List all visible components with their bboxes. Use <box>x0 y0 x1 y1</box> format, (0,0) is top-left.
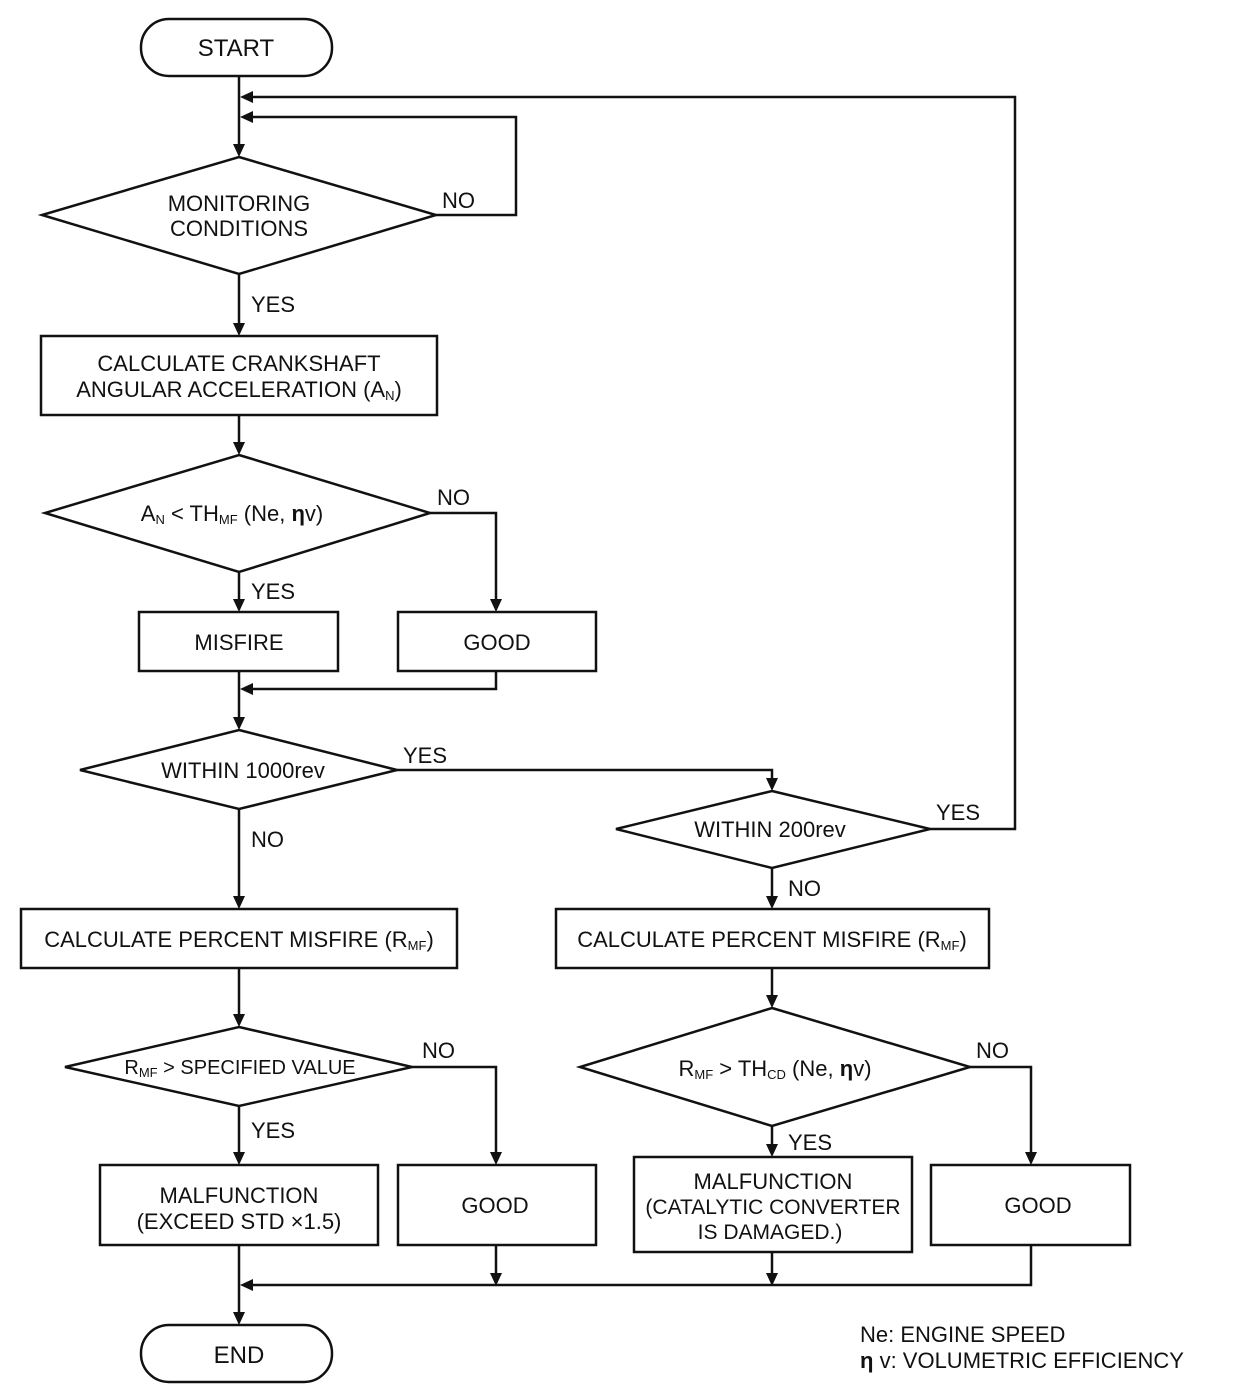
malfunction-right-line3: IS DAMAGED.) <box>698 1221 843 1244</box>
edge-label-no-rmfspec: NO <box>422 1038 455 1063</box>
an-threshold-decision: AN < THMF (Ne, ηv) <box>40 453 435 574</box>
edge-label-no-within200: NO <box>788 876 821 901</box>
good-label-2: GOOD <box>461 1193 528 1218</box>
arrowhead <box>233 599 245 612</box>
malfunction-catalytic-box: MALFUNCTION (CATALYTIC CONVERTER IS DAMA… <box>632 1155 914 1254</box>
rmf-thcd-decision: RMF > THCD (Ne, ηv) <box>575 1006 975 1128</box>
edge-label-no-rmfthcd: NO <box>976 1038 1009 1063</box>
arrowhead <box>240 111 253 123</box>
arrowhead <box>766 1273 778 1286</box>
start-terminal: START <box>139 17 334 78</box>
edge-labels: NO YES NO YES YES NO YES NO NO YES NO YE… <box>251 188 1009 1155</box>
rmf-thcd-label: RMF > THCD (Ne, ηv) <box>678 1056 871 1082</box>
monitoring-line1: MONITORING <box>168 191 311 216</box>
start-label: START <box>198 35 275 62</box>
arrowhead <box>233 896 245 909</box>
within-200-label: WITHIN 200rev <box>694 817 846 842</box>
rmf-spec-label: RMF > SPECIFIED VALUE <box>124 1057 355 1080</box>
rmf-specified-value-decision: RMF > SPECIFIED VALUE <box>64 1025 413 1108</box>
end-terminal: END <box>139 1323 334 1384</box>
connector-monitoring-no-loop <box>252 115 518 217</box>
arrowhead <box>240 683 253 695</box>
arrowhead <box>233 1014 245 1027</box>
malfunction-left-line2: (EXCEED STD ×1.5) <box>137 1209 342 1234</box>
arrowhead <box>766 995 778 1008</box>
edge-label-no-monitoring: NO <box>442 188 475 213</box>
calculate-percent-misfire-right: CALCULATE PERCENT MISFIRE (RMF) <box>554 907 991 970</box>
connector-bottom-merge <box>252 1245 1033 1287</box>
within-1000rev-decision: WITHIN 1000rev <box>79 728 398 811</box>
malfunction-right-line2: (CATALYTIC CONVERTER <box>645 1196 900 1219</box>
malfunction-exceed-std-box: MALFUNCTION (EXCEED STD ×1.5) <box>98 1163 380 1247</box>
legend: Ne: ENGINE SPEED η v: VOLUMETRIC EFFICIE… <box>860 1322 1184 1373</box>
good-box-2: GOOD <box>396 1163 598 1247</box>
connector-rmfthcd-no <box>970 1065 1033 1154</box>
arrowhead <box>766 778 778 791</box>
good-box-3: GOOD <box>929 1163 1132 1247</box>
connectors <box>233 77 1037 1325</box>
edge-label-yes-within1000: YES <box>403 743 447 768</box>
calc-percent-right-label: CALCULATE PERCENT MISFIRE (RMF) <box>577 927 967 953</box>
edge-label-yes-rmfthcd: YES <box>788 1130 832 1155</box>
within-1000-label: WITHIN 1000rev <box>161 758 325 783</box>
end-label: END <box>214 1342 265 1369</box>
arrowhead <box>233 144 245 157</box>
arrowhead <box>240 91 253 103</box>
edge-label-no-an: NO <box>437 485 470 510</box>
calc-accel-line2: ANGULAR ACCELERATION (AN) <box>76 377 402 403</box>
arrowhead <box>240 1279 253 1291</box>
misfire-label: MISFIRE <box>194 630 283 655</box>
arrowhead <box>490 1273 502 1286</box>
arrowhead <box>233 1152 245 1165</box>
arrowhead <box>233 1312 245 1325</box>
good-label-3: GOOD <box>1004 1193 1071 1218</box>
edge-label-yes-within200: YES <box>936 800 980 825</box>
within-200rev-decision: WITHIN 200rev <box>615 789 931 870</box>
connector-an-no <box>430 511 498 601</box>
arrowhead <box>1025 1152 1037 1165</box>
edge-label-yes-rmfspec: YES <box>251 1118 295 1143</box>
legend-engine-speed: Ne: ENGINE SPEED <box>860 1322 1065 1347</box>
arrowhead <box>766 896 778 909</box>
edge-label-no-within1000: NO <box>251 827 284 852</box>
arrowhead <box>490 599 502 612</box>
good-label-1: GOOD <box>463 630 530 655</box>
connector-good-merge <box>252 671 498 691</box>
connector-rmfspec-no <box>412 1065 498 1154</box>
arrowhead <box>233 323 245 336</box>
arrowhead <box>233 717 245 730</box>
edge-label-yes-an: YES <box>251 579 295 604</box>
arrowhead <box>766 1144 778 1157</box>
malfunction-left-line1: MALFUNCTION <box>160 1183 319 1208</box>
connector-within1000-yes <box>397 768 774 780</box>
arrowhead <box>490 1152 502 1165</box>
an-decision-label: AN < THMF (Ne, ηv) <box>141 501 323 527</box>
legend-volumetric-efficiency: η v: VOLUMETRIC EFFICIENCY <box>860 1348 1184 1373</box>
monitoring-conditions-decision: MONITORING CONDITIONS <box>37 155 441 276</box>
arrowhead <box>233 442 245 455</box>
edge-label-yes-monitoring: YES <box>251 292 295 317</box>
calc-accel-line1: CALCULATE CRANKSHAFT <box>97 351 380 376</box>
misfire-box: MISFIRE <box>137 610 340 673</box>
connector-within200-yes-loop <box>252 95 1017 831</box>
calculate-crankshaft-box: CALCULATE CRANKSHAFT ANGULAR ACCELERATIO… <box>39 334 439 417</box>
monitoring-line2: CONDITIONS <box>170 216 308 241</box>
malfunction-right-line1: MALFUNCTION <box>694 1169 853 1194</box>
calculate-percent-misfire-left: CALCULATE PERCENT MISFIRE (RMF) <box>19 907 459 970</box>
good-box-1: GOOD <box>396 610 598 673</box>
calc-percent-left-label: CALCULATE PERCENT MISFIRE (RMF) <box>44 927 434 953</box>
